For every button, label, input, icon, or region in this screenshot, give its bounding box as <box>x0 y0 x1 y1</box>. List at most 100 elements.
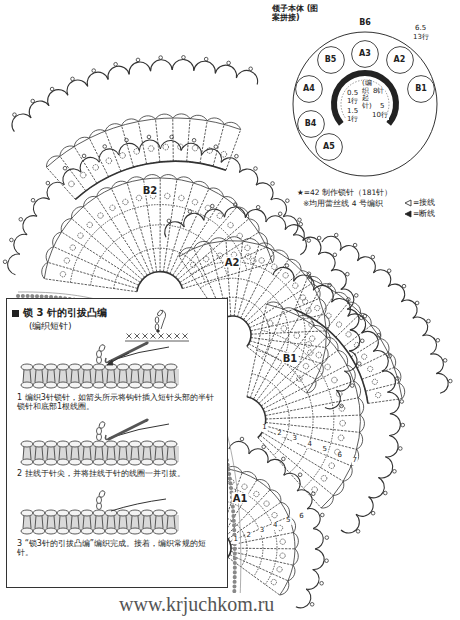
chain-row <box>70 205 247 283</box>
chain-row <box>44 178 272 279</box>
chain-spoke <box>357 353 388 368</box>
chain-loop <box>123 199 128 204</box>
stitch-loop <box>45 382 57 388</box>
picot <box>307 239 311 243</box>
diagram-heading: 领子本体 (图案拼接) <box>272 4 326 22</box>
chain-loop <box>179 195 184 200</box>
scallop-edge <box>303 237 321 254</box>
motif-circle: A5 <box>315 133 343 161</box>
stitch-post <box>35 447 43 459</box>
slip-stitch-return <box>161 310 166 329</box>
chain-spoke <box>122 126 134 167</box>
motif-fan <box>12 56 258 200</box>
scallop-edge <box>139 140 160 151</box>
stitch-post <box>23 370 31 382</box>
chain-loop <box>368 366 373 371</box>
stitch-loop <box>33 382 45 388</box>
hook-tip <box>105 435 109 440</box>
stitch-loop <box>129 459 141 465</box>
watermark: www.krjuchkom.ru <box>118 593 275 615</box>
picot <box>3 260 7 264</box>
picot <box>299 222 303 226</box>
picot <box>282 457 286 461</box>
chain-spoke <box>181 247 266 285</box>
row-number: 4 <box>272 522 278 530</box>
stitch-loop <box>141 364 153 370</box>
stitch-post <box>119 447 127 459</box>
chain-loop <box>271 579 276 584</box>
scallop-edge <box>48 90 68 106</box>
chain-loop <box>192 199 197 204</box>
picot <box>398 447 402 451</box>
chain-spoke <box>47 167 76 199</box>
chain-loop <box>148 146 154 152</box>
stitch-post <box>71 370 79 382</box>
stitch-post <box>167 370 175 382</box>
scallop-edge <box>119 143 139 155</box>
chain-loop <box>217 213 222 218</box>
motif-circle-shape <box>386 47 413 74</box>
motif-circle-shape <box>296 76 323 103</box>
scallop-edge <box>181 143 201 155</box>
chain-loop <box>336 322 341 327</box>
stitch-loop <box>33 364 45 370</box>
chain-loop <box>106 158 112 164</box>
chain-loop <box>69 181 75 187</box>
stitch-loop <box>81 528 93 534</box>
stitch-loop <box>21 364 33 370</box>
stitch-loop <box>129 364 141 370</box>
motif-circle: B4 <box>297 110 325 138</box>
chain-loop <box>120 153 126 159</box>
motif-circle: A2 <box>386 46 414 74</box>
single-crochet-symbol <box>151 334 156 339</box>
scallop-edge <box>194 61 216 73</box>
stitch-post <box>107 516 115 528</box>
scallop-edge <box>160 140 181 150</box>
chain-loop <box>303 363 308 368</box>
stitch-loop <box>165 364 177 370</box>
scallop-edge <box>296 589 311 608</box>
scallop-edge <box>307 509 320 529</box>
single-crochet-symbol <box>175 334 180 339</box>
chain-loop <box>203 256 208 261</box>
picot <box>353 243 357 247</box>
stitch-loop <box>93 382 105 388</box>
chain-loop <box>280 553 285 558</box>
stitch-loop <box>57 364 69 370</box>
stitch-post <box>83 370 91 382</box>
legend-symbol <box>405 200 411 206</box>
chain-spoke <box>246 271 301 323</box>
chain-loop <box>70 245 75 250</box>
stitch-post <box>47 516 55 528</box>
stitch-loop <box>21 459 33 465</box>
stitch-loop <box>33 441 45 447</box>
motif-label: A4 <box>303 84 315 93</box>
row-count: 1行 <box>346 116 359 124</box>
base-row <box>125 341 189 342</box>
chain-loop <box>326 313 331 318</box>
chain-loop <box>272 264 277 269</box>
scallop-edge <box>47 182 64 199</box>
picot <box>31 99 35 103</box>
picot <box>227 61 231 65</box>
scallop-edge <box>423 335 437 354</box>
row-number: 5 <box>321 446 327 454</box>
chain-symbol <box>155 317 159 323</box>
legend-text: =断线 <box>413 209 435 218</box>
motif-fan <box>295 233 453 403</box>
scallop-edge <box>332 298 351 316</box>
stitch-post <box>131 447 139 459</box>
stitch-post <box>83 447 91 459</box>
chain-row <box>267 304 361 508</box>
chain-loop <box>293 283 298 288</box>
chain-loop <box>321 475 327 481</box>
scallop-edge <box>63 169 81 185</box>
stitch-loop <box>69 459 81 465</box>
scallop-edge <box>336 371 350 391</box>
motif-circle: B1 <box>407 75 435 103</box>
motif-label: A2 <box>394 55 406 64</box>
stitch-post <box>95 516 103 528</box>
base-row <box>137 272 183 292</box>
picot <box>170 135 174 139</box>
scallop-edge <box>325 390 340 409</box>
